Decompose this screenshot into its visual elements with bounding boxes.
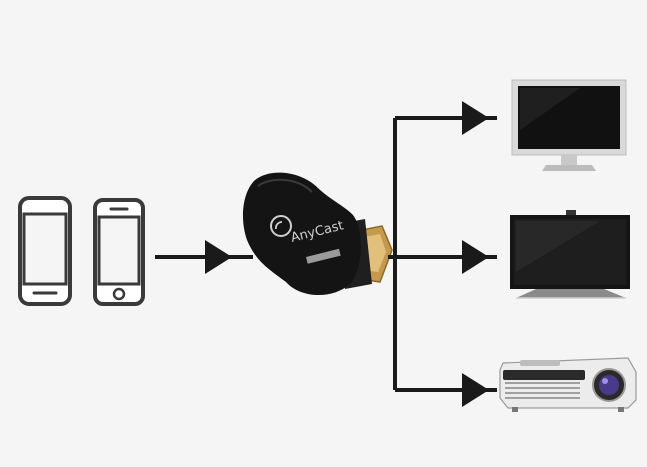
projector-vent bbox=[505, 382, 580, 399]
projector-icon bbox=[499, 357, 637, 412]
tv-icon bbox=[510, 210, 630, 299]
input-connector-arrow bbox=[155, 240, 253, 274]
arrow-to-projector bbox=[462, 373, 489, 407]
hdmi-dongle: AnyCast bbox=[242, 172, 393, 296]
tv-camera bbox=[566, 210, 576, 216]
arrow-to-monitor bbox=[462, 101, 489, 135]
arrow-to-tv bbox=[462, 240, 489, 274]
iphone-icon bbox=[93, 198, 145, 306]
smartphone-icon bbox=[18, 196, 72, 306]
monitor-icon bbox=[511, 79, 627, 171]
dongle-sticker bbox=[306, 248, 341, 264]
cast-logo-icon bbox=[270, 215, 292, 237]
